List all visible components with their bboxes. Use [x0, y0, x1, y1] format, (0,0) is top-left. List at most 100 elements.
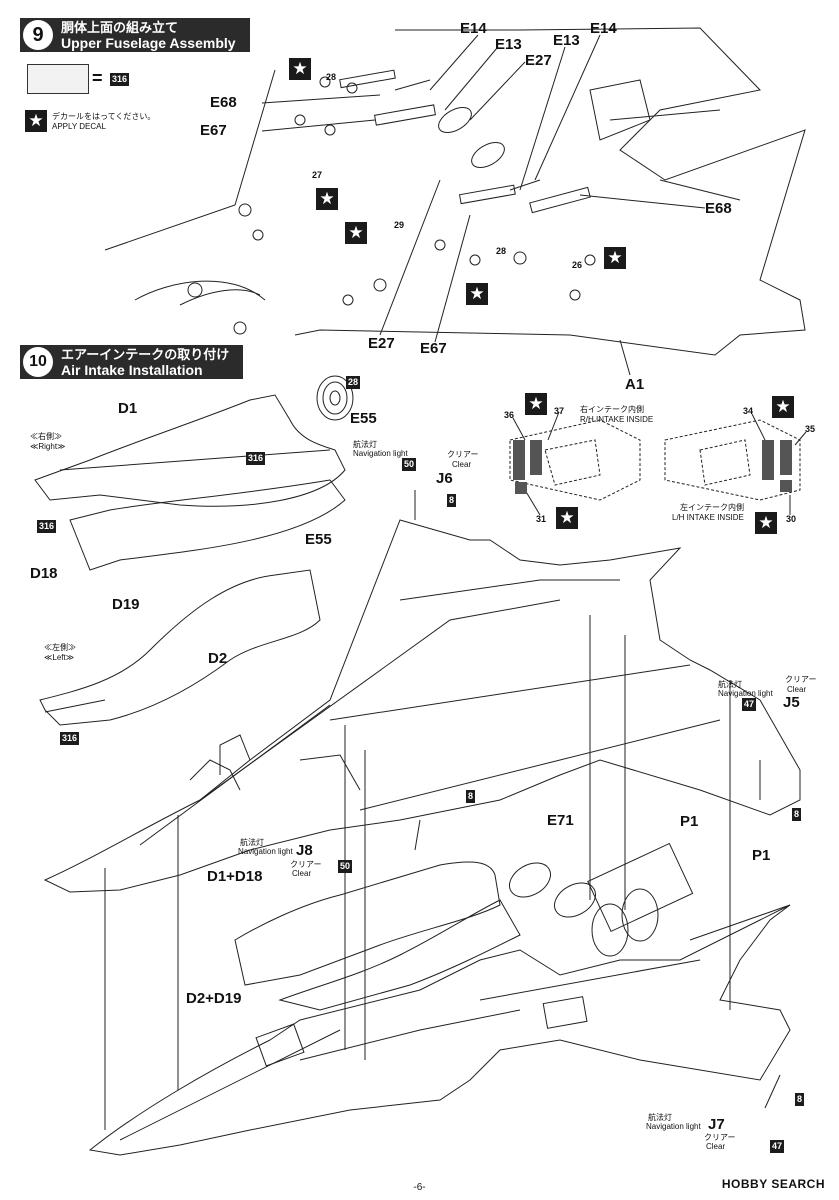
- page-number: -6-: [413, 1182, 426, 1193]
- intake-d2-d19-assembled: [278, 899, 521, 1011]
- rh-intake-en: R/H INTAKE INSIDE: [580, 415, 654, 424]
- lh-intake-en: L/H INTAKE INSIDE: [672, 513, 744, 522]
- step-title-jp: エアーインテークの取り付け: [61, 346, 230, 362]
- decal-star-icon: ★: [604, 247, 626, 269]
- label-d2: D2: [208, 650, 228, 667]
- paint-code-badge: 8: [792, 808, 802, 821]
- label-d2-d19: D2+D19: [186, 990, 242, 1007]
- lh-intake-jp: 左インテーク内側: [680, 503, 744, 512]
- intake-d1-d18: [234, 861, 501, 986]
- clear-jp: クリアー: [704, 1133, 736, 1142]
- paint-code-badge: 8: [795, 1093, 805, 1106]
- paint-code-badge: 50: [338, 860, 353, 873]
- part-28: 28: [326, 72, 337, 82]
- clear-jp: クリアー: [290, 860, 322, 869]
- label-e14-b: E14: [590, 20, 617, 37]
- label-e55: E55: [350, 410, 377, 427]
- left-jp: ≪左側≫: [44, 643, 76, 652]
- clear-en: Clear: [706, 1142, 726, 1151]
- intake-d1: [34, 394, 346, 507]
- paint-code-badge: 28: [346, 376, 361, 389]
- fuselage-top: [43, 519, 801, 893]
- clear-en: Clear: [292, 869, 312, 878]
- paint-code-badge: 47: [742, 698, 757, 711]
- label-e67: E67: [200, 122, 227, 139]
- label-e68: E68: [210, 94, 237, 111]
- intake-d2-d19: [39, 569, 321, 726]
- fuselage-bottom: [88, 904, 791, 1156]
- decal-star-icon: ★: [25, 110, 47, 132]
- paint-code-badge: 47: [770, 1140, 785, 1153]
- decal-note-en: APPLY DECAL: [52, 122, 106, 131]
- part-27: 27: [312, 170, 323, 180]
- part-28-b: 28: [496, 246, 507, 256]
- nav-light-en: Navigation light: [718, 689, 773, 698]
- watermark: HOBBY SEARCH: [721, 1177, 825, 1191]
- label-j5: J5: [783, 694, 800, 711]
- label-e13-b: E13: [553, 32, 580, 49]
- label-e27-b: E27: [368, 335, 395, 352]
- decal-30: 30: [786, 514, 797, 524]
- nav-light-en: Navigation light: [646, 1122, 701, 1131]
- label-e55-b: E55: [305, 531, 332, 548]
- clear-en: Clear: [452, 460, 472, 469]
- decal-star-icon: ★: [345, 222, 367, 244]
- decal-37: 37: [554, 406, 565, 416]
- label-e13: E13: [495, 36, 522, 53]
- nav-light-jp: 航法灯: [718, 680, 742, 689]
- decal-35: 35: [805, 424, 816, 434]
- decal-36: 36: [504, 410, 515, 420]
- label-d19: D19: [112, 596, 140, 613]
- label-p1: P1: [680, 813, 699, 830]
- step-10-header: 10 エアーインテークの取り付け Air Intake Installation: [20, 345, 244, 379]
- label-e14: E14: [460, 20, 487, 37]
- label-d18: D18: [30, 565, 58, 582]
- label-j8: J8: [296, 842, 313, 859]
- clear-en: Clear: [787, 685, 807, 694]
- paint-code-badge: 8: [447, 494, 457, 507]
- paint-code-badge: 316: [246, 452, 266, 465]
- paint-code-badge: 316: [37, 520, 57, 533]
- decal-star-icon: ★: [466, 283, 488, 305]
- label-d1: D1: [118, 400, 138, 417]
- decal-note-jp: デカールをはってください。: [52, 112, 156, 121]
- clear-jp: クリアー: [447, 450, 479, 459]
- decal-star-icon: ★: [755, 512, 777, 534]
- decal-star-icon: ★: [772, 396, 794, 418]
- nav-light-en: Navigation light: [238, 847, 293, 856]
- label-j7: J7: [708, 1116, 725, 1133]
- paint-code-badge: 316: [110, 73, 130, 86]
- step-number: 9: [23, 20, 53, 50]
- nav-light-jp: 航法灯: [240, 838, 264, 847]
- nav-light-jp: 航法灯: [353, 440, 377, 449]
- equals-sign: =: [92, 68, 103, 88]
- label-e68-b: E68: [705, 200, 732, 217]
- label-a1: A1: [625, 376, 645, 393]
- nav-light-en: Navigation light: [353, 449, 408, 458]
- label-d1-d18: D1+D18: [207, 868, 263, 885]
- paint-code-badge: 316: [60, 732, 80, 745]
- left-en: ≪Left≫: [44, 653, 75, 662]
- label-e71: E71: [547, 812, 574, 829]
- step-title-en: Upper Fuselage Assembly: [61, 34, 236, 51]
- step-title-en: Air Intake Installation: [61, 361, 203, 378]
- clear-jp: クリアー: [785, 675, 817, 684]
- decal-star-icon: ★: [556, 507, 578, 529]
- paint-swatch: [27, 64, 89, 94]
- part-29: 29: [394, 220, 405, 230]
- right-jp: ≪右側≫: [30, 432, 62, 441]
- step-9-header: 9 胴体上面の組み立て Upper Fuselage Assembly: [20, 18, 250, 52]
- paint-code-badge: 8: [466, 790, 476, 803]
- label-e67-b: E67: [420, 340, 447, 357]
- label-p1-b: P1: [752, 847, 771, 864]
- step-title-jp: 胴体上面の組み立て: [61, 19, 179, 35]
- e55-fan: [316, 375, 354, 421]
- decal-star-icon: ★: [316, 188, 338, 210]
- paint-code-badge: 50: [402, 458, 417, 471]
- fuselage-edge-left: [104, 69, 276, 251]
- fuselage-outline-right: [294, 27, 806, 356]
- nav-light-jp: 航法灯: [648, 1113, 672, 1122]
- decal-34: 34: [743, 406, 754, 416]
